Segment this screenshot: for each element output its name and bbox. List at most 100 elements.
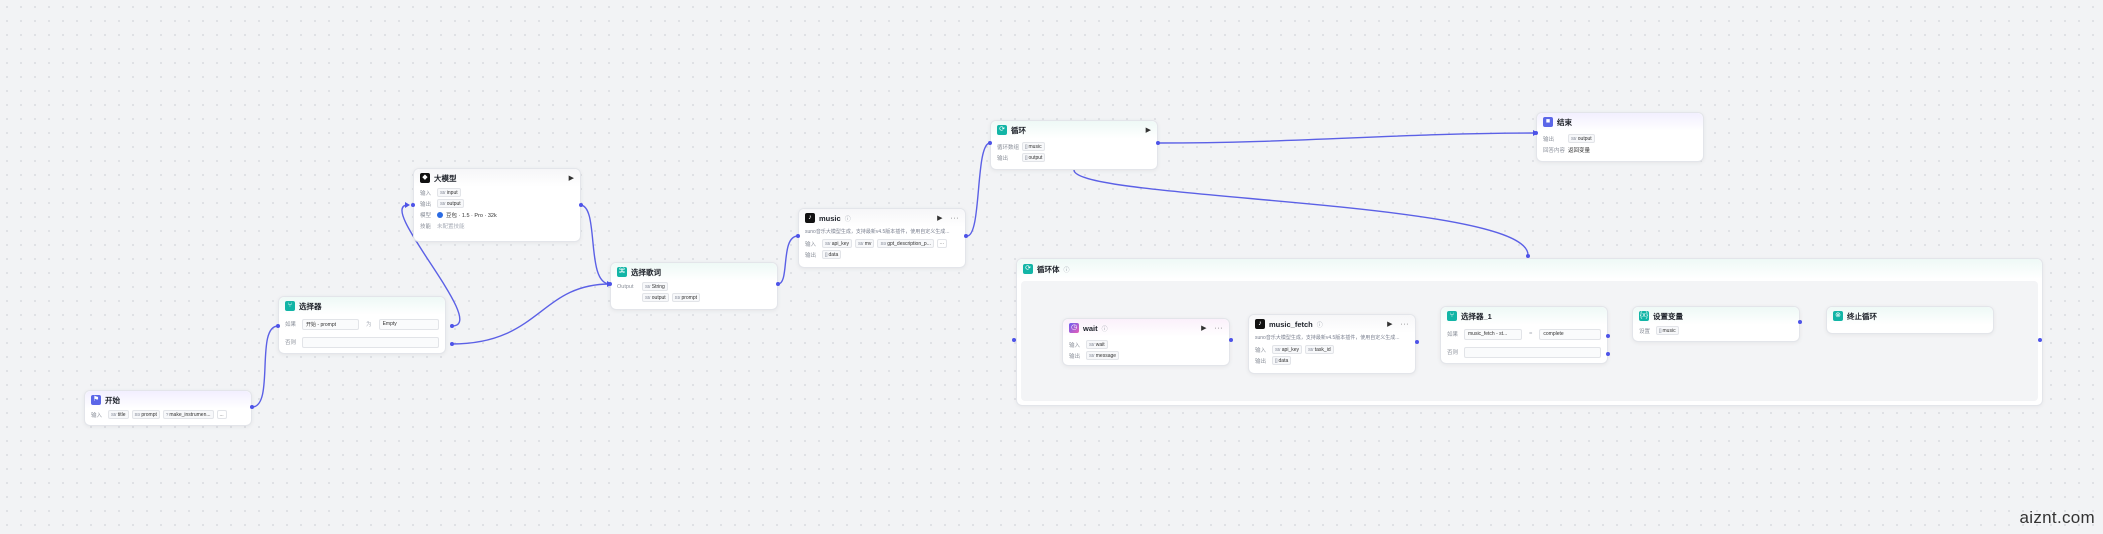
output-chip: []output [1022,153,1046,162]
edge-loop-end [1157,132,1537,144]
if-label: 如果 [1447,332,1459,338]
handle-llm-in[interactable] [411,203,415,207]
help-icon[interactable]: ⓘ [844,216,851,223]
help-icon[interactable]: ⓘ [1316,322,1323,329]
handle-selector1-out-else[interactable] [1606,352,1610,356]
variable-icon: {x} [1639,311,1649,321]
edge-loop-body [1073,169,1529,256]
node-description: suno音乐大模型生成，支持最新v4.5版本插件，使用自定义生成... [1255,335,1400,341]
output-label: 输出 [1543,136,1555,143]
else-label: 否则 [285,340,297,346]
node-break-loop[interactable]: ⊗ 终止循环 [1826,306,1994,334]
node-selector-1[interactable]: ⑂ 选择器_1 如果 music_fetch - st... = complet… [1440,306,1608,364]
condition-operator: 为 [366,322,372,328]
model-value: 豆包 · 1.5 · Pro · 32k [446,212,497,219]
output-label: 输出 [1069,353,1081,360]
node-loop[interactable]: ⟳ 循环 ▶ 循环数组 []music 输出 []output [990,120,1158,170]
model-icon [437,211,443,218]
handle-loop-in[interactable] [988,141,992,145]
handle-end-in[interactable] [1534,131,1538,135]
else-field[interactable] [302,336,439,348]
input-chip: ?make_instrumen... [162,410,214,419]
node-wait-title: wait [1083,323,1098,333]
else-label: 否则 [1447,350,1459,356]
handle-loop-out[interactable] [1156,141,1160,145]
handle-selector1-out-if[interactable] [1606,334,1610,338]
node-music[interactable]: ♪ music ⓘ ▶ ··· suno音乐大模型生成，支持最新v4.5版本插件… [798,208,966,268]
more-menu-button[interactable]: ··· [1400,320,1409,328]
output-label: 输出 [1255,358,1267,365]
more-inputs-button[interactable]: ... [216,410,227,419]
node-loop-title: 循环 [1011,125,1026,135]
output-label: 输出 [805,252,817,259]
handle-lyrics-in[interactable] [608,282,612,286]
output-label: Output [617,283,634,290]
condition-operator: = [1529,331,1533,337]
handle-selector-in[interactable] [276,324,280,328]
else-field[interactable] [1464,346,1601,358]
help-icon[interactable]: ⓘ [1101,326,1108,333]
node-selector-1-title: 选择器_1 [1461,311,1492,321]
handle-loop-body-top[interactable] [1526,254,1530,258]
handle-loop-body-in[interactable] [1012,338,1016,342]
run-button[interactable]: ▶ [568,175,574,182]
help-icon[interactable]: ⓘ [1063,267,1070,274]
more-menu-button[interactable]: ··· [1214,324,1223,332]
edge-start-selector [251,325,279,408]
more-inputs-button[interactable]: ··· [936,239,947,248]
handle-start-out[interactable] [250,405,254,409]
break-icon: ⊗ [1833,311,1843,321]
run-button[interactable]: ▶ [1145,127,1151,134]
run-button[interactable]: ▶ [937,215,943,222]
variable-chip: []music [1656,326,1679,335]
node-start-title: 开始 [105,395,120,405]
node-selector-title: 选择器 [299,301,322,311]
handle-wait-out[interactable] [1229,338,1233,342]
handle-music-in[interactable] [796,234,800,238]
if-label: 如果 [285,322,297,328]
condition-var[interactable]: music_fetch - st... [1464,328,1523,340]
more-menu-button[interactable]: ··· [950,214,959,222]
handle-selector-out-if[interactable] [450,324,454,328]
handle-lyrics-out[interactable] [776,282,780,286]
output-chip: []data [1272,356,1292,365]
code-icon: ⌘ [617,267,627,277]
condition-value[interactable]: complete [1539,328,1601,340]
node-description: suno音乐大模型生成，支持最新v4.5版本插件，使用自定义生成... [805,229,950,235]
loop-array-label: 循环数组 [997,144,1020,151]
branch-icon: ⑂ [1447,311,1457,321]
node-music-title: music [819,213,841,223]
plugin-icon: ♪ [1255,319,1265,329]
condition-value[interactable]: Empty [378,318,439,330]
loop-array-chip: []music [1022,142,1045,151]
run-button[interactable]: ▶ [1201,325,1207,332]
handle-fetch-out[interactable] [1415,340,1419,344]
node-selector[interactable]: ⑂ 选择器 如果 开始 - prompt 为 Empty 否则 [278,296,446,354]
handle-llm-out[interactable] [579,203,583,207]
input-label: 输入 [420,190,432,197]
node-set-variable[interactable]: {x} 设置变量 设置 []music [1632,306,1800,342]
skill-value: 未配置技能 [437,223,465,230]
run-button[interactable]: ▶ [1387,321,1393,328]
handle-selector-out-else[interactable] [450,342,454,346]
node-set-variable-title: 设置变量 [1653,311,1683,321]
handle-music-out[interactable] [964,234,968,238]
handle-loop-body-out[interactable] [2038,338,2042,342]
node-music-fetch-title: music_fetch [1269,319,1313,329]
handle-setvar-out[interactable] [1798,320,1802,324]
edge-llm-lyrics [579,204,611,285]
condition-var[interactable]: 开始 - prompt [302,318,360,330]
node-music-fetch[interactable]: ♪ music_fetch ⓘ ▶ ··· suno音乐大模型生成，支持最新v4… [1248,314,1416,374]
